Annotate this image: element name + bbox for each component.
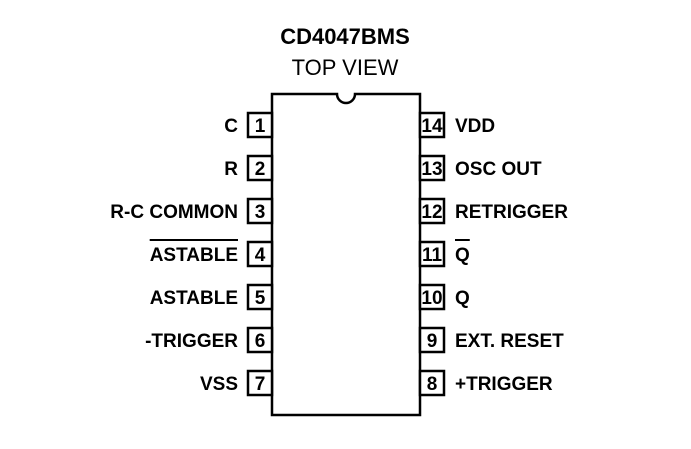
pin-box	[246, 283, 274, 311]
pin-box	[246, 111, 274, 139]
pin-2: 2R	[224, 154, 274, 182]
pin-10: 10 Q	[418, 283, 470, 311]
pin-box	[418, 154, 446, 182]
pin-label: ASTABLE	[150, 245, 238, 266]
pin-8: 8 +TRIGGER	[418, 369, 553, 397]
pin-6: 6 -TRIGGER	[145, 326, 274, 354]
pin-1: 1C	[224, 111, 274, 139]
pin-box	[246, 369, 274, 397]
pin-5: 5 ASTABLE	[150, 283, 274, 311]
pin-number: 14	[421, 116, 443, 137]
pin-14: 14 VDD	[418, 111, 495, 139]
chip-body	[270, 92, 422, 417]
pin-number: 7	[255, 374, 266, 395]
diagram-title: CD4047BMS	[280, 24, 410, 49]
pin-box	[246, 197, 274, 225]
pin-number: 10	[421, 288, 442, 309]
pin-box	[418, 283, 446, 311]
pin-label: Q	[455, 288, 470, 309]
pin-label: +TRIGGER	[455, 374, 553, 395]
pin-label: RETRIGGER	[455, 202, 568, 223]
pin-label: C	[224, 116, 238, 137]
pin-7: 7 VSS	[200, 369, 274, 397]
pin-number: 6	[255, 331, 266, 352]
pin-number: 4	[255, 245, 266, 266]
pin-9: 9 EXT. RESET	[418, 326, 564, 354]
pin-box	[246, 326, 274, 354]
pin-number: 1	[255, 116, 266, 137]
pin-number: 9	[427, 331, 438, 352]
pin-number: 11	[422, 245, 443, 266]
pin-number: 13	[421, 159, 442, 180]
pin-11: 11 Q	[418, 239, 470, 268]
pin-box	[246, 154, 274, 182]
pin-label: -TRIGGER	[145, 331, 238, 352]
pin-12: 12 RETRIGGER	[418, 197, 568, 225]
pin-box	[418, 326, 446, 354]
pin-label: VDD	[455, 116, 495, 137]
pin-box	[418, 369, 446, 397]
pin-number: 3	[255, 202, 266, 223]
pin-4: 4 ASTABLE	[149, 239, 274, 268]
pin-box	[418, 240, 446, 268]
pin-3: 3 R-C COMMON	[110, 197, 274, 225]
pin-number: 2	[255, 159, 266, 180]
pin-13: 13 OSC OUT	[418, 154, 542, 182]
pin-label: VSS	[200, 374, 238, 395]
pin-label: EXT. RESET	[455, 331, 564, 352]
diagram-subtitle: TOP VIEW	[292, 55, 399, 80]
pin-box	[418, 197, 446, 225]
pin-box	[246, 240, 274, 268]
pin-box	[418, 111, 446, 139]
pin-number: 8	[427, 374, 438, 395]
pin-number: 12	[421, 202, 442, 223]
pin-label: OSC OUT	[455, 159, 542, 180]
pin-label: ASTABLE	[150, 288, 238, 309]
pin-label: R-C COMMON	[110, 202, 238, 223]
pin-number: 5	[255, 288, 266, 309]
pin-label: Q	[455, 245, 470, 266]
pin-label: R	[224, 159, 238, 180]
